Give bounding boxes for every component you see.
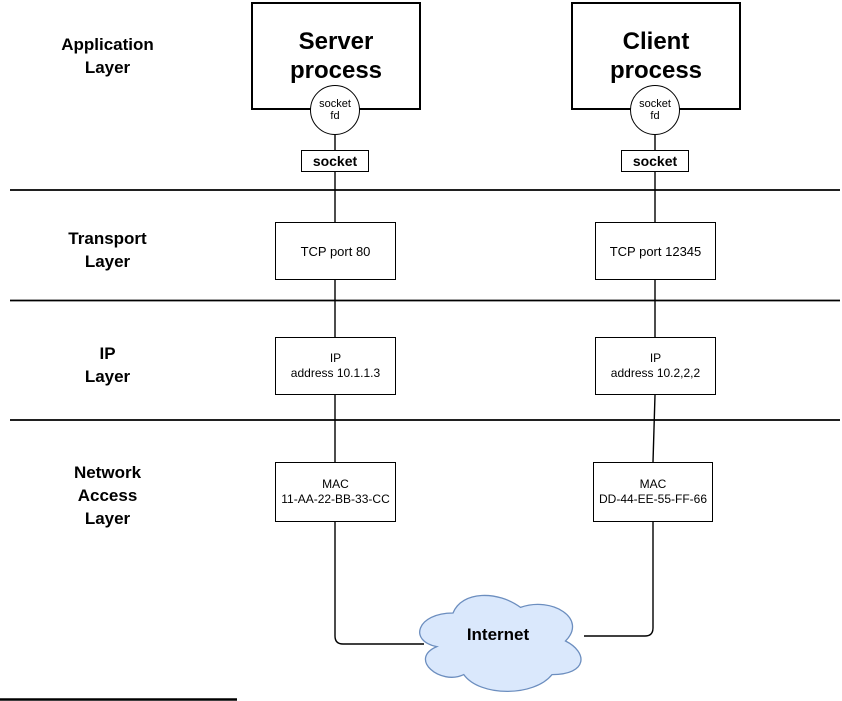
internet-cloud	[419, 594, 582, 692]
server-ip-address-box: IP address 10.1.1.3	[275, 337, 396, 395]
internet-label: Internet	[466, 625, 530, 644]
server-socket-fd-circle: socket fd	[310, 85, 360, 135]
server-process-box: Server process	[251, 2, 421, 110]
server-socket-label-box: socket	[301, 150, 369, 172]
layer-label-network-access: Network Access Layer	[73, 463, 142, 528]
server-connector-mac-to-internet	[334, 522, 424, 645]
server-mac-address-box: MAC 11-AA-22-BB-33-CC	[275, 462, 396, 522]
client-ip-address-box: IP address 10.2,2,2	[595, 337, 716, 395]
client-socket-fd-circle: socket fd	[630, 85, 680, 135]
server-tcp-port-box: TCP port 80	[275, 222, 396, 280]
client-connector-ip-to-mac	[652, 394, 656, 463]
client-mac-address-box: MAC DD-44-EE-55-FF-66	[593, 462, 713, 522]
layer-label-ip: IP Layer	[84, 344, 131, 386]
layer-label-transport: Transport Layer	[68, 229, 147, 271]
client-connector-mac-to-internet	[584, 522, 654, 637]
client-socket-label-box: socket	[621, 150, 689, 172]
layer-label-application: Application Layer	[61, 35, 154, 77]
client-tcp-port-box: TCP port 12345	[595, 222, 716, 280]
